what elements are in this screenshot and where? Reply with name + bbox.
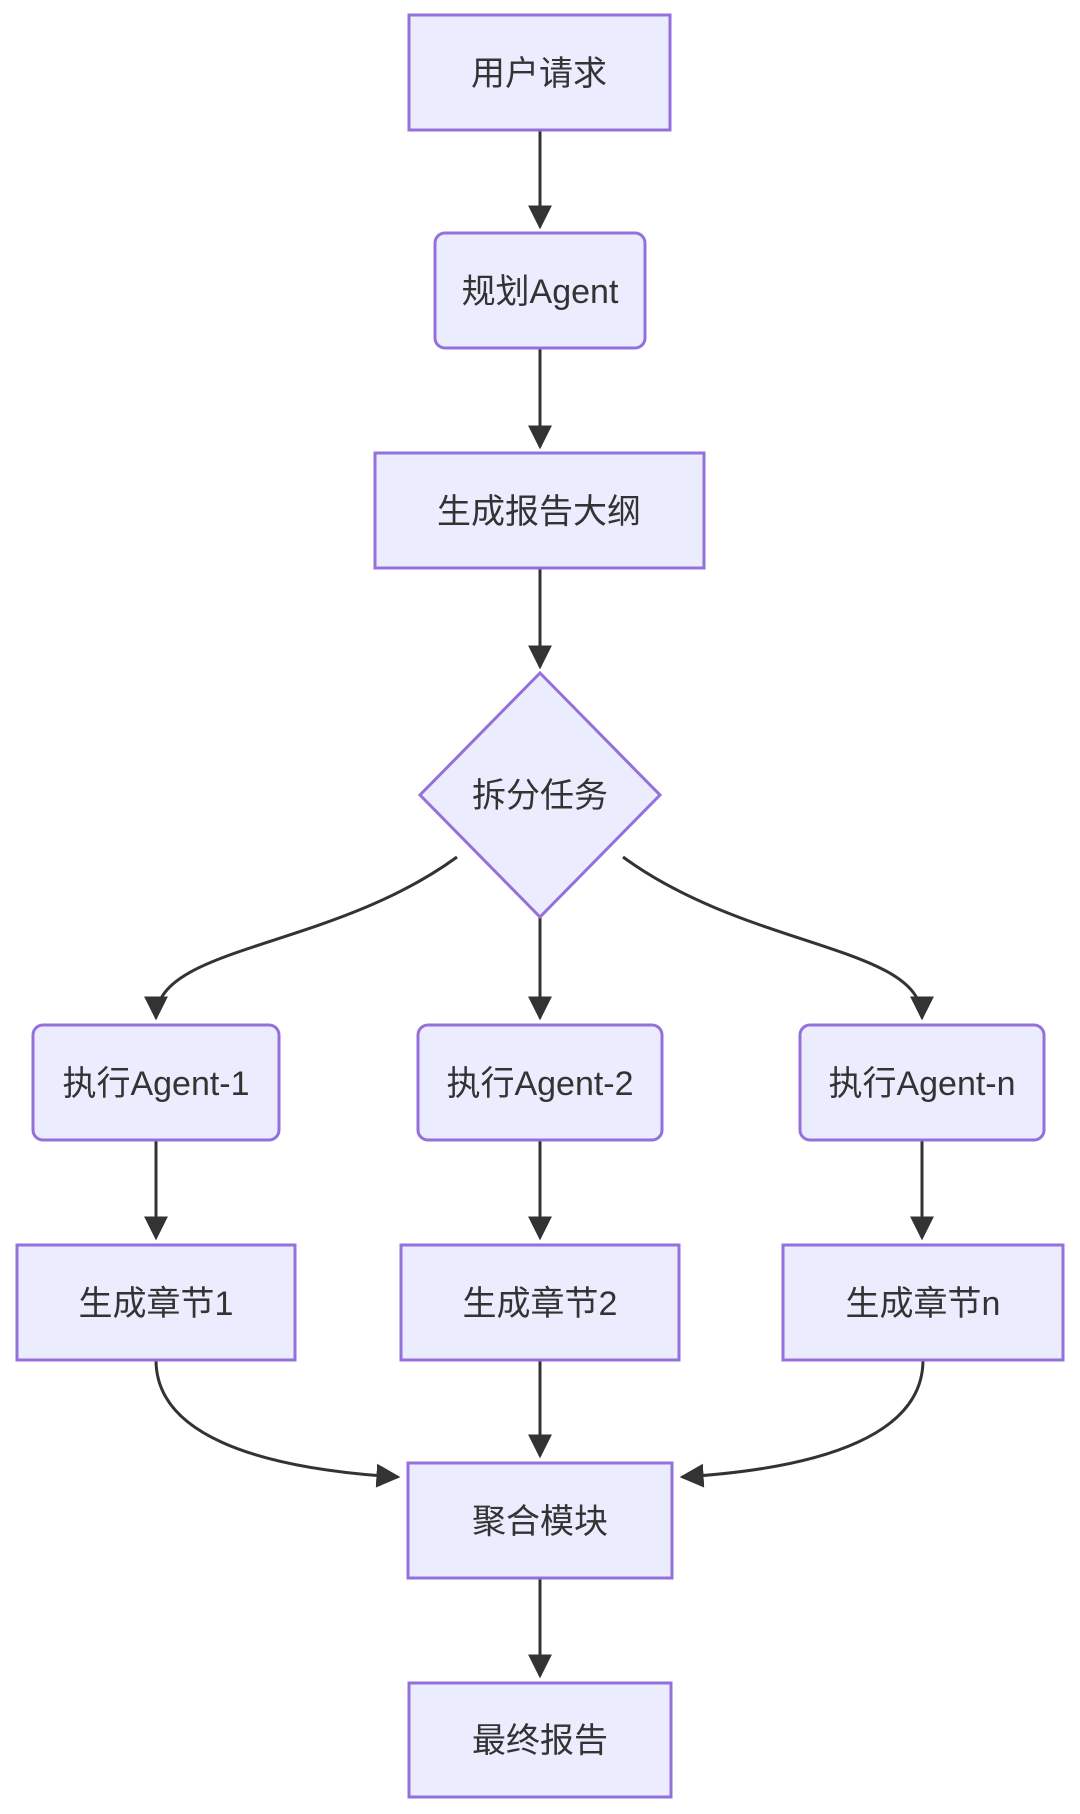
node-user-request-shape (407, 13, 672, 132)
node-exec-agent-2: 执行Agent-2 (416, 1023, 664, 1142)
edge-chapter-n-to-aggregate (679, 1359, 925, 1488)
node-final-report-shape (407, 1681, 673, 1799)
node-exec-agent-1-shape (31, 1023, 281, 1142)
edge-chapter-1-to-aggregate (154, 1359, 401, 1488)
node-aggregate-shape (406, 1461, 674, 1580)
node-exec-agent-n-shape (798, 1023, 1046, 1142)
node-chapter-2: 生成章节2 (399, 1243, 681, 1362)
node-outline: 生成报告大纲 (373, 451, 706, 570)
node-outline-shape (373, 451, 706, 570)
node-user-request: 用户请求 (407, 13, 672, 132)
node-aggregate: 聚合模块 (406, 1461, 674, 1580)
node-exec-agent-2-shape (416, 1023, 664, 1142)
edge-group (144, 130, 934, 1679)
node-aggregate-label: 聚合模块 (472, 1503, 608, 1541)
node-chapter-2-shape (399, 1243, 681, 1362)
node-chapter-1-label: 生成章节1 (79, 1285, 234, 1323)
node-plan-agent-label: 规划Agent (462, 273, 619, 311)
node-chapter-1-shape (15, 1243, 297, 1362)
node-split-task-shape (417, 670, 663, 920)
node-final-report: 最终报告 (407, 1681, 673, 1799)
node-user-request-label: 用户请求 (471, 55, 607, 93)
node-split-task: 拆分任务 (417, 670, 663, 920)
node-plan-agent: 规划Agent (433, 231, 647, 350)
node-chapter-n: 生成章节n (781, 1243, 1065, 1362)
node-chapter-n-label: 生成章节n (846, 1285, 1001, 1323)
node-plan-agent-shape (433, 231, 647, 350)
node-outline-label: 生成报告大纲 (437, 493, 641, 531)
node-chapter-1: 生成章节1 (15, 1243, 297, 1362)
node-exec-agent-1-label: 执行Agent-1 (62, 1065, 249, 1103)
edge-split-task-to-exec-agent-1 (144, 855, 458, 1021)
node-chapter-2-label: 生成章节2 (463, 1285, 618, 1323)
node-exec-agent-n-label: 执行Agent-n (828, 1065, 1015, 1103)
node-exec-agent-n: 执行Agent-n (798, 1023, 1046, 1142)
node-split-task-label: 拆分任务 (472, 777, 608, 815)
node-chapter-n-shape (781, 1243, 1065, 1362)
node-exec-agent-1: 执行Agent-1 (31, 1023, 281, 1142)
edge-split-task-to-exec-agent-n (622, 855, 934, 1021)
node-exec-agent-2-label: 执行Agent-2 (446, 1065, 633, 1103)
node-final-report-label: 最终报告 (472, 1722, 608, 1760)
